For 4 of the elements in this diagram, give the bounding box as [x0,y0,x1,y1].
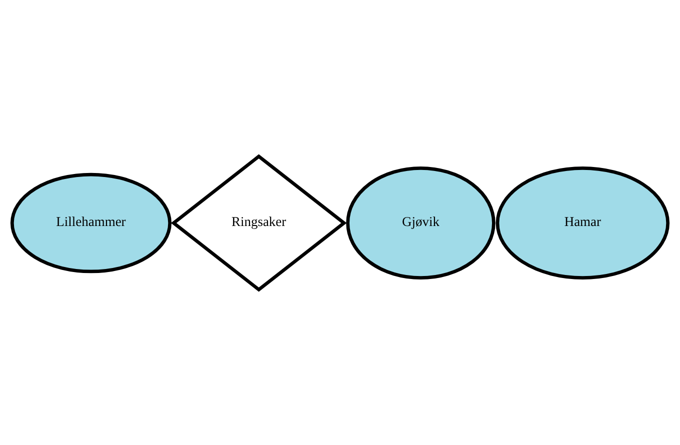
node-ellipse: Hamar [496,166,670,279]
node-ellipse: Lillehammer [10,172,172,273]
node-diamond: Ringsaker [170,154,347,292]
node-ellipse: Gjøvik [346,166,496,279]
